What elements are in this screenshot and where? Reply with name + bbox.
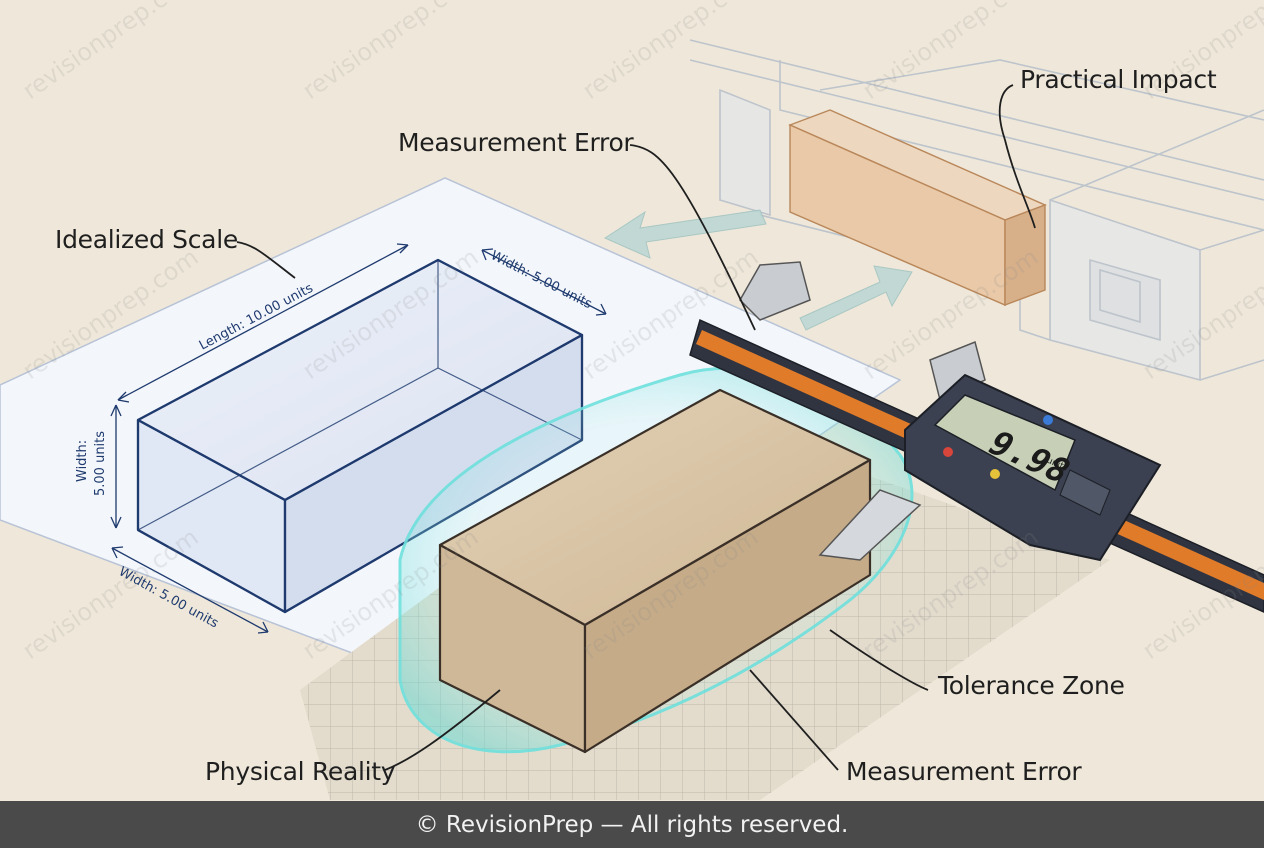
label-physical-reality: Physical Reality: [205, 757, 396, 786]
label-measurement-error-bottom: Measurement Error: [846, 757, 1082, 786]
idealized-box: [136, 258, 584, 614]
dim-width-left-1: Width:: [75, 440, 90, 482]
dim-width-left-2: 5.00 units: [93, 431, 108, 496]
wooden-beam: [788, 109, 1047, 307]
dimension-lines: [110, 243, 607, 634]
flow-arrows: [603, 209, 913, 331]
copyright-footer: © RevisionPrep — All rights reserved.: [0, 801, 1264, 848]
label-tolerance-zone: Tolerance Zone: [938, 671, 1125, 700]
footer-text: © RevisionPrep — All rights reserved.: [415, 811, 849, 838]
physical-brick: [438, 388, 872, 754]
building-structure: [689, 39, 1264, 382]
label-idealized-scale: Idealized Scale: [55, 225, 238, 254]
digital-caliper: 9.98 units: [689, 261, 1264, 613]
label-practical-impact: Practical Impact: [1020, 65, 1217, 94]
leader-lines: [236, 84, 1036, 771]
label-measurement-error-top: Measurement Error: [398, 128, 634, 157]
